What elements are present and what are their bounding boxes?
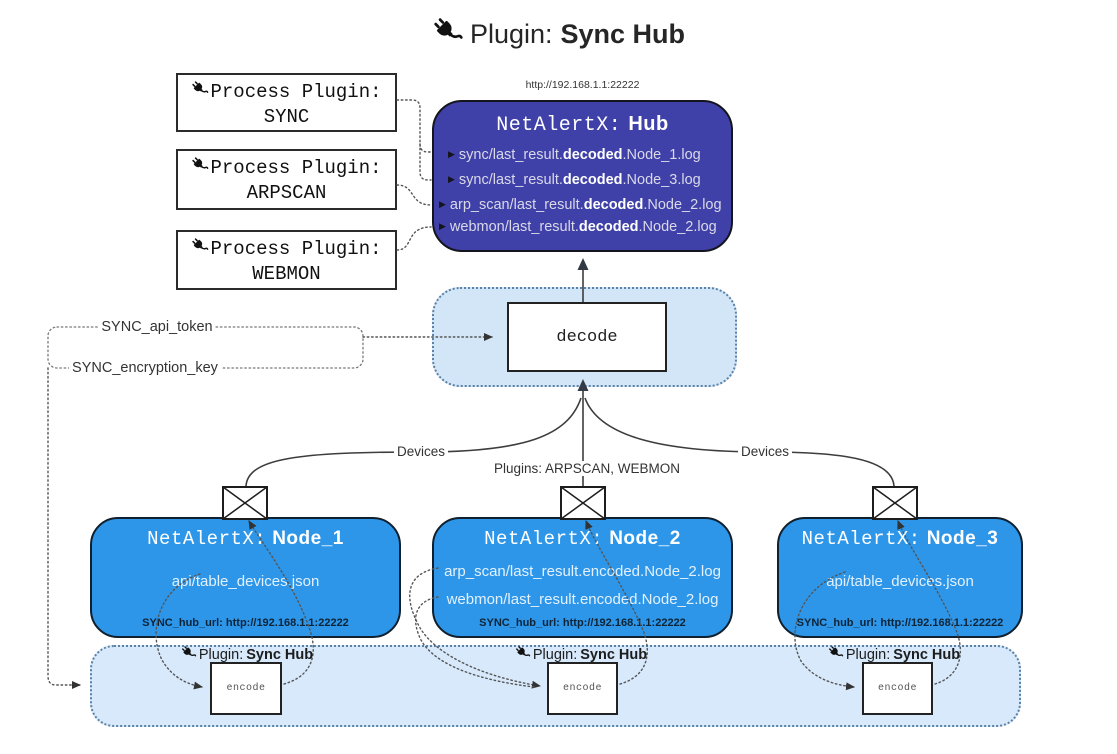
node-file: api/table_devices.json: [826, 573, 974, 590]
hub-log-line: sync/last_result.decoded.Node_3.log: [436, 172, 729, 188]
hub-title: NetAlertX: Hub: [434, 113, 731, 137]
band-plugin-label: Plugin:Sync Hub: [515, 645, 647, 664]
hub-url-label: http://192.168.1.1:22222: [525, 79, 640, 91]
band-plugin-label: Plugin:Sync Hub: [828, 645, 960, 664]
hub-log-line: arp_scan/last_result.decoded.Node_2.log: [436, 197, 729, 213]
title-name: Sync Hub: [560, 19, 686, 49]
edge-label-devices-right: Devices: [737, 444, 793, 459]
plug-icon: [515, 645, 531, 664]
encode-box: encode: [862, 662, 933, 715]
encode-box: encode: [210, 662, 282, 715]
sync-encryption-key-label: SYNC_encryption_key: [69, 360, 221, 376]
decode-box: decode: [507, 302, 667, 372]
plug-icon: [191, 155, 209, 181]
plug-icon: [191, 79, 209, 105]
plug-icon: [432, 16, 463, 53]
sync-api-token-label: SYNC_api_token: [98, 319, 216, 335]
node-3-box: NetAlertX:Node_3 api/table_devices.json …: [777, 517, 1023, 638]
node-title: NetAlertX:Node_2: [484, 528, 681, 550]
hub-log-line: sync/last_result.decoded.Node_1.log: [436, 147, 729, 163]
process-plugin-name: SYNC: [263, 106, 310, 128]
node-hub-url: SYNC_hub_url: http://192.168.1.1:22222: [796, 617, 1004, 629]
envelope-icon: [872, 486, 918, 520]
plug-icon: [181, 645, 197, 664]
node-file: api/table_devices.json: [171, 573, 320, 590]
node-hub-url: SYNC_hub_url: http://192.168.1.1:22222: [142, 617, 349, 629]
encode-box: encode: [547, 662, 618, 715]
node-file: arp_scan/last_result.encoded.Node_2.log: [444, 563, 721, 580]
arrow-right-icon: [439, 219, 450, 235]
hub-log-line: webmon/last_result.decoded.Node_2.log: [436, 219, 729, 235]
envelope-icon: [222, 486, 268, 520]
node-2-box: NetAlertX:Node_2 arp_scan/last_result.en…: [432, 517, 733, 638]
title-prefix: Plugin:: [469, 19, 553, 49]
node-hub-url: SYNC_hub_url: http://192.168.1.1:22222: [479, 617, 686, 629]
arrow-right-icon: [448, 172, 459, 188]
hub-title-prefix: NetAlertX:: [496, 114, 622, 137]
arrow-right-icon: [439, 197, 450, 213]
process-plugin-name: WEBMON: [252, 263, 321, 285]
process-plugin-box-sync: Process Plugin: SYNC: [176, 73, 397, 132]
arrow-right-icon: [448, 147, 459, 163]
hub-title-name: Hub: [628, 113, 669, 135]
band-plugin-label: Plugin:Sync Hub: [181, 645, 313, 664]
process-plugin-name: ARPSCAN: [246, 182, 327, 204]
edge-label-plugins: Plugins: ARPSCAN, WEBMON: [490, 461, 684, 476]
plug-icon: [828, 645, 844, 664]
node-file: webmon/last_result.encoded.Node_2.log: [446, 591, 719, 608]
process-plugin-box-webmon: Process Plugin: WEBMON: [176, 230, 397, 290]
envelope-icon: [560, 486, 606, 520]
hub-box: NetAlertX: Hub sync/last_result.decoded.N…: [432, 100, 733, 252]
plug-icon: [191, 236, 209, 262]
node-title: NetAlertX:Node_3: [801, 528, 999, 550]
page-title: Plugin: Sync Hub: [0, 16, 1117, 53]
edge-label-devices-left: Devices: [393, 444, 449, 459]
process-plugin-box-arpscan: Process Plugin: ARPSCAN: [176, 149, 397, 210]
node-title: NetAlertX:Node_1: [147, 528, 344, 550]
node-1-box: NetAlertX:Node_1 api/table_devices.json …: [90, 517, 401, 638]
